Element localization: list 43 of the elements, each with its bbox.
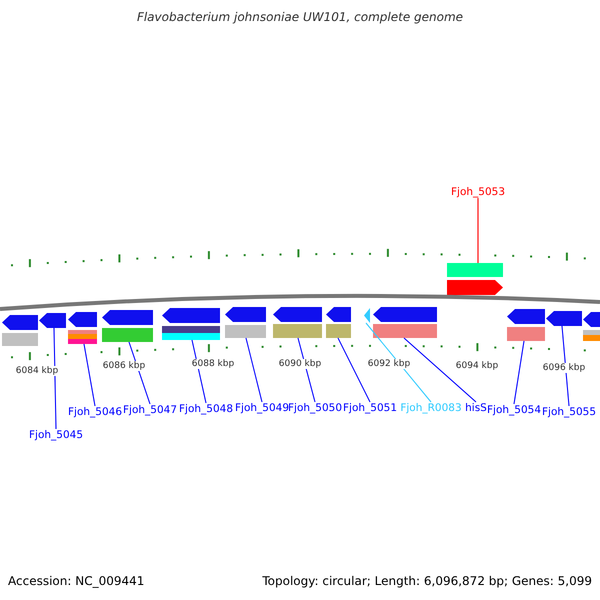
gene-label: Fjoh_5045 — [29, 429, 83, 441]
gene-label: Fjoh_5049 — [235, 402, 289, 414]
gene-drawing — [373, 307, 437, 338]
gene-drawing — [273, 307, 322, 338]
gene-drawing — [68, 312, 97, 344]
gene-drawing — [102, 310, 153, 342]
gene-label: Fjoh_5046 — [68, 406, 122, 418]
scale-label: 6090 kbp — [278, 359, 322, 369]
leader-line — [404, 338, 476, 402]
gene-drawing — [39, 313, 66, 328]
gene-label: hisS — [465, 402, 487, 414]
gene-label: Fjoh_5053 — [451, 186, 505, 198]
scale-label: 6094 kbp — [454, 361, 500, 371]
gene-drawing — [225, 307, 266, 338]
gene-drawing — [2, 315, 38, 346]
info-text: Topology: circular; Length: 6,096,872 bp; Genes: 5,099 — [262, 574, 592, 588]
leader-line — [84, 344, 96, 406]
gene-drawing — [326, 307, 351, 338]
genome-title: Flavobacterium johnsoniae UW101, complete genome — [136, 10, 464, 24]
leader-line — [366, 322, 432, 402]
gene-label: Fjoh_5055 — [542, 406, 596, 418]
scale-label: 6086 kbp — [102, 361, 146, 371]
leader-line — [562, 326, 570, 406]
gene-label: Fjoh_5048 — [179, 403, 233, 415]
gene-label: Fjoh_5047 — [123, 404, 177, 416]
info-text: Accession: NC_009441 — [8, 574, 144, 588]
scale-label: 6096 kbp — [542, 363, 586, 373]
gene-label: Fjoh_5054 — [487, 404, 541, 416]
leader-line — [338, 338, 370, 402]
gene-drawing — [447, 263, 503, 295]
gene-label: Fjoh_5050 — [288, 402, 342, 414]
leader-line — [514, 340, 524, 404]
scale-label: 6084 kbp — [14, 366, 60, 376]
scale-label: 6092 kbp — [366, 359, 412, 369]
leader-line — [54, 328, 56, 430]
gene-drawing — [583, 312, 600, 341]
gene-label: Fjoh_R0083 — [400, 402, 462, 414]
gene-label: Fjoh_5051 — [343, 402, 397, 414]
leader-line — [246, 338, 262, 402]
gene-drawing — [162, 308, 220, 340]
gene-drawing — [507, 309, 545, 341]
scale-label: 6088 kbp — [190, 359, 236, 369]
gene-drawing — [364, 308, 370, 323]
